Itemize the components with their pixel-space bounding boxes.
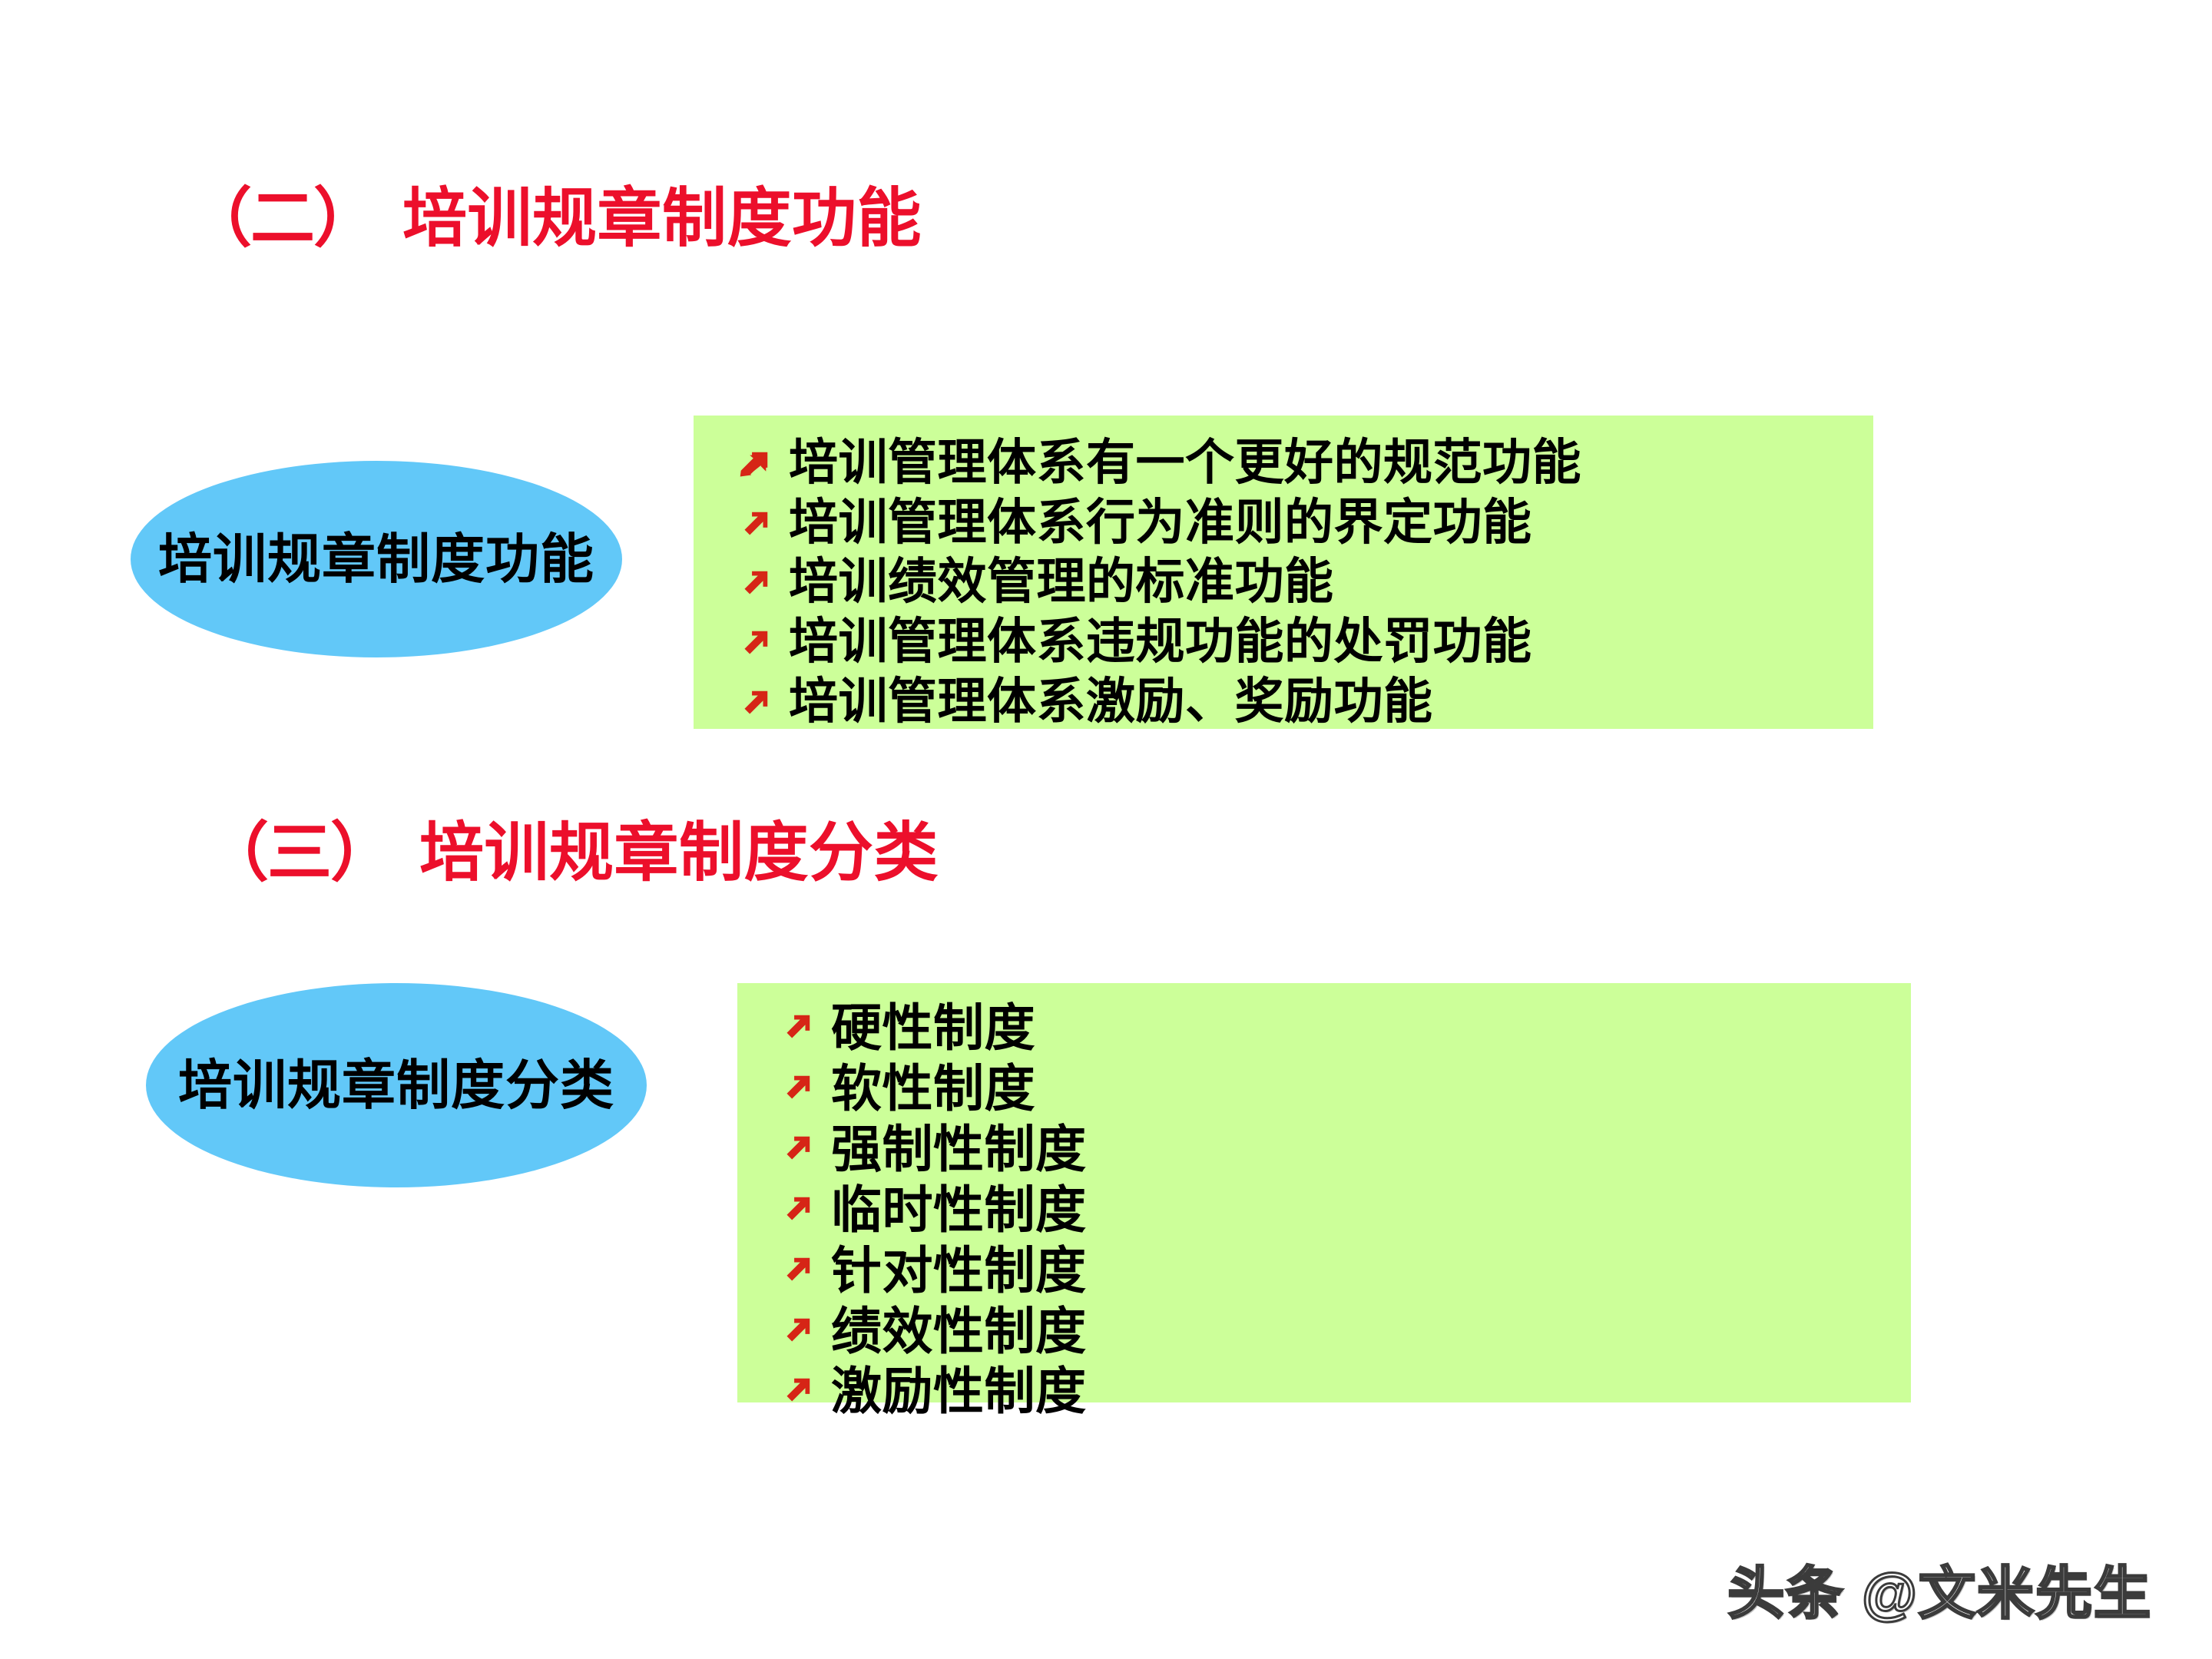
section-1-ellipse-label: 培训规章制度功能 [158, 529, 594, 589]
list-item-label: 培训管理体系行为准则的界定功能 [789, 494, 1532, 550]
arrow-up-right-icon [786, 1015, 810, 1038]
list-item: 培训管理体系行为准则的界定功能 [735, 495, 1873, 551]
list-item: 软性制度 [777, 1059, 1911, 1118]
arrow-up-right-icon [786, 1075, 810, 1099]
list-item: 强制性制度 [777, 1121, 1911, 1178]
list-item-label: 硬性制度 [831, 999, 1035, 1056]
section-2-topic-ellipse: 培训规章制度分类 [146, 983, 647, 1187]
arrow-up-right-icon [744, 631, 768, 654]
section-2-heading-number: （三） [204, 816, 395, 889]
arrow-up-right-icon [786, 1257, 810, 1281]
section-2-heading: （三）培训规章制度分类 [204, 820, 939, 885]
arrow-up-right-icon [744, 512, 768, 535]
list-item: 临时性制度 [777, 1181, 1911, 1239]
list-item: 激励性制度 [777, 1363, 1911, 1420]
section-2-heading-title: 培训规章制度分类 [419, 816, 939, 889]
arrow-up-right-icon [786, 1318, 810, 1342]
list-item-label: 激励性制度 [831, 1363, 1087, 1420]
list-item: 硬性制度 [777, 999, 1911, 1057]
list-item: 培训绩效管理的标准功能 [735, 555, 1873, 610]
list-item: 培训管理体系有一个更好的规范功能 [735, 435, 1873, 491]
arrow-up-right-icon [786, 1136, 810, 1160]
list-item-label: 软性制度 [831, 1059, 1035, 1117]
section-1-heading: （二）培训规章制度功能 [187, 186, 922, 250]
section-1-heading-title: 培训规章制度功能 [402, 182, 922, 254]
list-item-label: 培训管理体系激励、奖励功能 [789, 673, 1433, 729]
list-item-label: 培训绩效管理的标准功能 [789, 554, 1334, 610]
list-item-label: 绩效性制度 [831, 1302, 1087, 1359]
list-item-label: 临时性制度 [831, 1181, 1087, 1238]
list-item-label: 针对性制度 [831, 1241, 1087, 1299]
section-2-items-panel: 硬性制度 软性制度 强制性制度 临时性制度 针对性制度 [737, 983, 1911, 1419]
section-1-heading-number: （二） [187, 182, 378, 254]
list-item: 培训管理体系激励、奖励功能 [735, 674, 1873, 730]
watermark-text: 头条 @文米先生 [1727, 1561, 2152, 1627]
section-1-topic-ellipse: 培训规章制度功能 [131, 461, 622, 657]
section-1-items-panel: 培训管理体系有一个更好的规范功能 培训管理体系行为准则的界定功能 培训绩效管理的… [694, 416, 1873, 729]
list-item: 针对性制度 [777, 1241, 1911, 1300]
list-item-label: 培训管理体系有一个更好的规范功能 [789, 435, 1581, 490]
arrow-up-right-icon [786, 1379, 810, 1402]
arrow-up-right-icon [744, 571, 768, 594]
list-item: 培训管理体系违规功能的处罚功能 [735, 614, 1873, 670]
list-item-label: 强制性制度 [831, 1120, 1087, 1177]
section-2-ellipse-label: 培训规章制度分类 [178, 1055, 614, 1115]
arrow-up-right-icon [740, 452, 768, 477]
arrow-up-right-icon [744, 690, 768, 714]
list-item: 绩效性制度 [777, 1303, 1911, 1360]
arrow-up-right-icon [786, 1197, 810, 1220]
list-item-label: 培训管理体系违规功能的处罚功能 [789, 614, 1532, 670]
